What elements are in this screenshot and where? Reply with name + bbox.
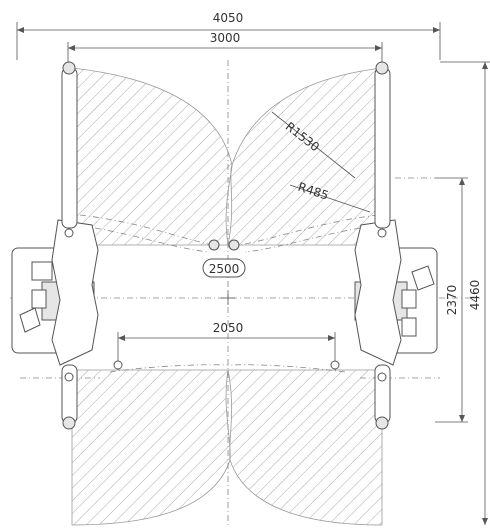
dimension-label-drive-through: 2370 bbox=[445, 285, 459, 316]
dimension-label-overall-length: 4460 bbox=[468, 280, 482, 311]
dimension-label-column-width: 3000 bbox=[210, 31, 241, 45]
capacity-label: 2500 bbox=[209, 262, 240, 276]
dimension-label-overall-width: 4050 bbox=[213, 11, 244, 25]
dimension-drive-through: 2370 bbox=[435, 177, 468, 423]
dimension-inner-width: 2050 bbox=[117, 321, 336, 370]
left-pad-bottom bbox=[62, 416, 76, 430]
capacity-badge: 2500 bbox=[202, 258, 246, 278]
swing-area-top-right bbox=[227, 67, 383, 246]
swing-area-bottom-right bbox=[227, 369, 383, 526]
left-arm-upper bbox=[61, 67, 78, 229]
dimension-label-inner-width: 2050 bbox=[213, 321, 244, 335]
left-column bbox=[11, 61, 123, 430]
dimension-overall-length: 4460 bbox=[440, 61, 490, 525]
right-column bbox=[330, 61, 438, 430]
arm-swing-areas bbox=[71, 67, 383, 526]
center-arm-pads bbox=[208, 239, 240, 251]
dimension-overall-width: 4050 bbox=[16, 11, 441, 60]
left-pad-top bbox=[62, 61, 76, 75]
dimension-column-width: 3000 bbox=[67, 31, 383, 62]
right-pad-top bbox=[375, 61, 389, 75]
right-carriage bbox=[354, 219, 402, 366]
arm-dashed-lines bbox=[20, 177, 440, 379]
left-carriage bbox=[51, 219, 99, 366]
swing-area-bottom-left bbox=[71, 369, 231, 526]
right-pad-bottom bbox=[375, 416, 389, 430]
right-arm-upper bbox=[374, 67, 391, 229]
swing-area-top-left bbox=[71, 67, 233, 246]
